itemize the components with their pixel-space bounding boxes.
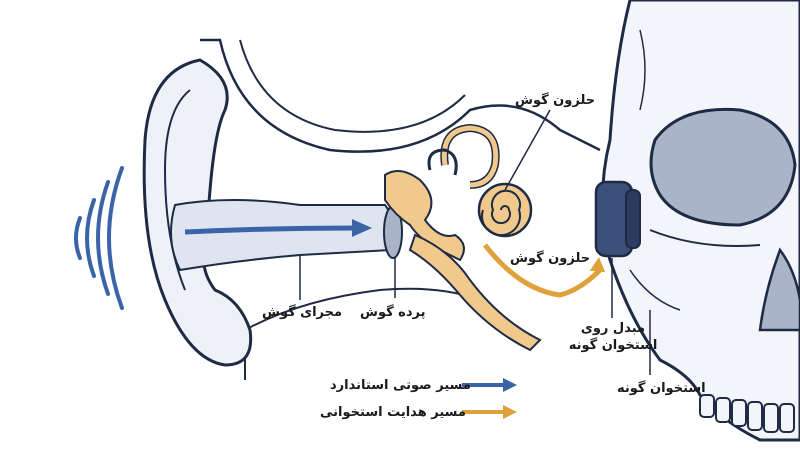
label-ear-canal: مجرای گوش [262,304,342,321]
legend-bone-path: مسیر هدایت استخوانی [320,404,466,421]
tooth [764,404,778,432]
head-lower-outline [245,289,480,380]
sound-wave-2 [87,200,94,276]
label-cheekbone: استخوان گونه [617,380,706,397]
head-inner-outline [240,40,465,132]
leader-cochlea-top [505,110,550,190]
transducer-cap [626,190,640,248]
tooth [700,395,714,417]
sound-waves [76,168,122,308]
tooth [780,404,794,432]
ear-canal [171,200,394,270]
label-cochlea-top: حلزون گوش [515,92,595,109]
legend-standard-head [503,378,517,392]
sound-wave-1 [76,218,80,258]
tooth [732,400,746,426]
inner-ear [429,128,531,236]
label-transducer-line2: استخوان گونه [568,337,658,354]
legend-bone-head [503,405,517,419]
cheekbone-transducer [596,182,640,256]
label-transducer: مبدل روی استخوان گونه [568,320,658,354]
label-cochlea-mid: حلزون گوش [510,250,590,267]
label-transducer-line1: مبدل روی [568,320,658,337]
label-eardrum: پرده گوش [360,304,426,321]
tooth [748,402,762,430]
sound-wave-4 [109,168,122,308]
legend-standard-path: مسیر صوتی استاندارد [330,377,471,394]
eye-socket [651,109,795,225]
sound-wave-3 [98,182,108,294]
tooth [716,398,730,422]
